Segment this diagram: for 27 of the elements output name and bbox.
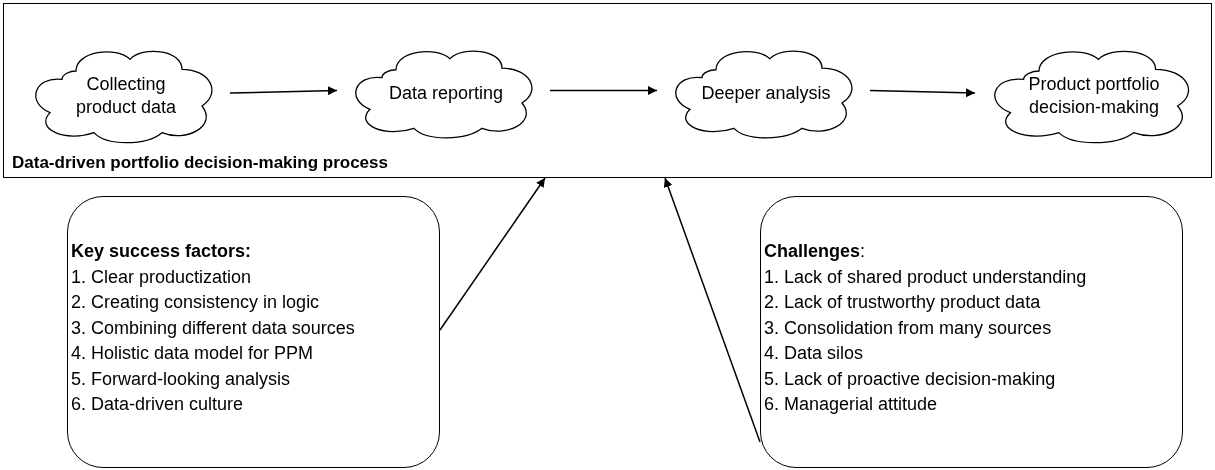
list-item: 5. Lack of proactive decision-making	[764, 367, 1056, 391]
arrow	[549, 86, 658, 95]
box-heading: Key success factors:	[71, 240, 252, 263]
list-item: 1. Clear productization	[71, 265, 252, 289]
list-item: 2. Creating consistency in logic	[71, 291, 320, 314]
list-item: 5. Forward-looking analysis	[71, 367, 291, 391]
arrow	[439, 177, 546, 331]
box-heading: Challenges:	[764, 240, 866, 263]
list-item: 4. Holistic data model for PPM	[71, 342, 314, 365]
list-item: 3. Consolidation from many sources	[764, 316, 1052, 340]
list-item: 6. Data-driven culture	[71, 393, 244, 416]
list-item: 3. Combining different data sources	[71, 316, 355, 340]
process-title: Data-driven portfolio decision-making process	[12, 153, 388, 173]
rounded-box	[760, 196, 1183, 468]
cloud-label: Deeper analysis	[700, 82, 832, 105]
process-frame	[3, 3, 1212, 178]
arrow	[229, 86, 338, 96]
arrow	[663, 177, 761, 443]
rounded-box	[67, 196, 440, 468]
cloud-label: Product portfolio decision-making	[1027, 73, 1161, 119]
list-item: 1. Lack of shared product understanding	[764, 265, 1087, 289]
cloud-label: Collecting product data	[74, 73, 178, 119]
arrow	[869, 88, 976, 98]
list-item: 2. Lack of trustworthy product data	[764, 291, 1041, 314]
list-item: 6. Managerial attitude	[764, 393, 938, 416]
list-item: 4. Data silos	[764, 342, 864, 365]
cloud-label: Data reporting	[387, 82, 505, 105]
